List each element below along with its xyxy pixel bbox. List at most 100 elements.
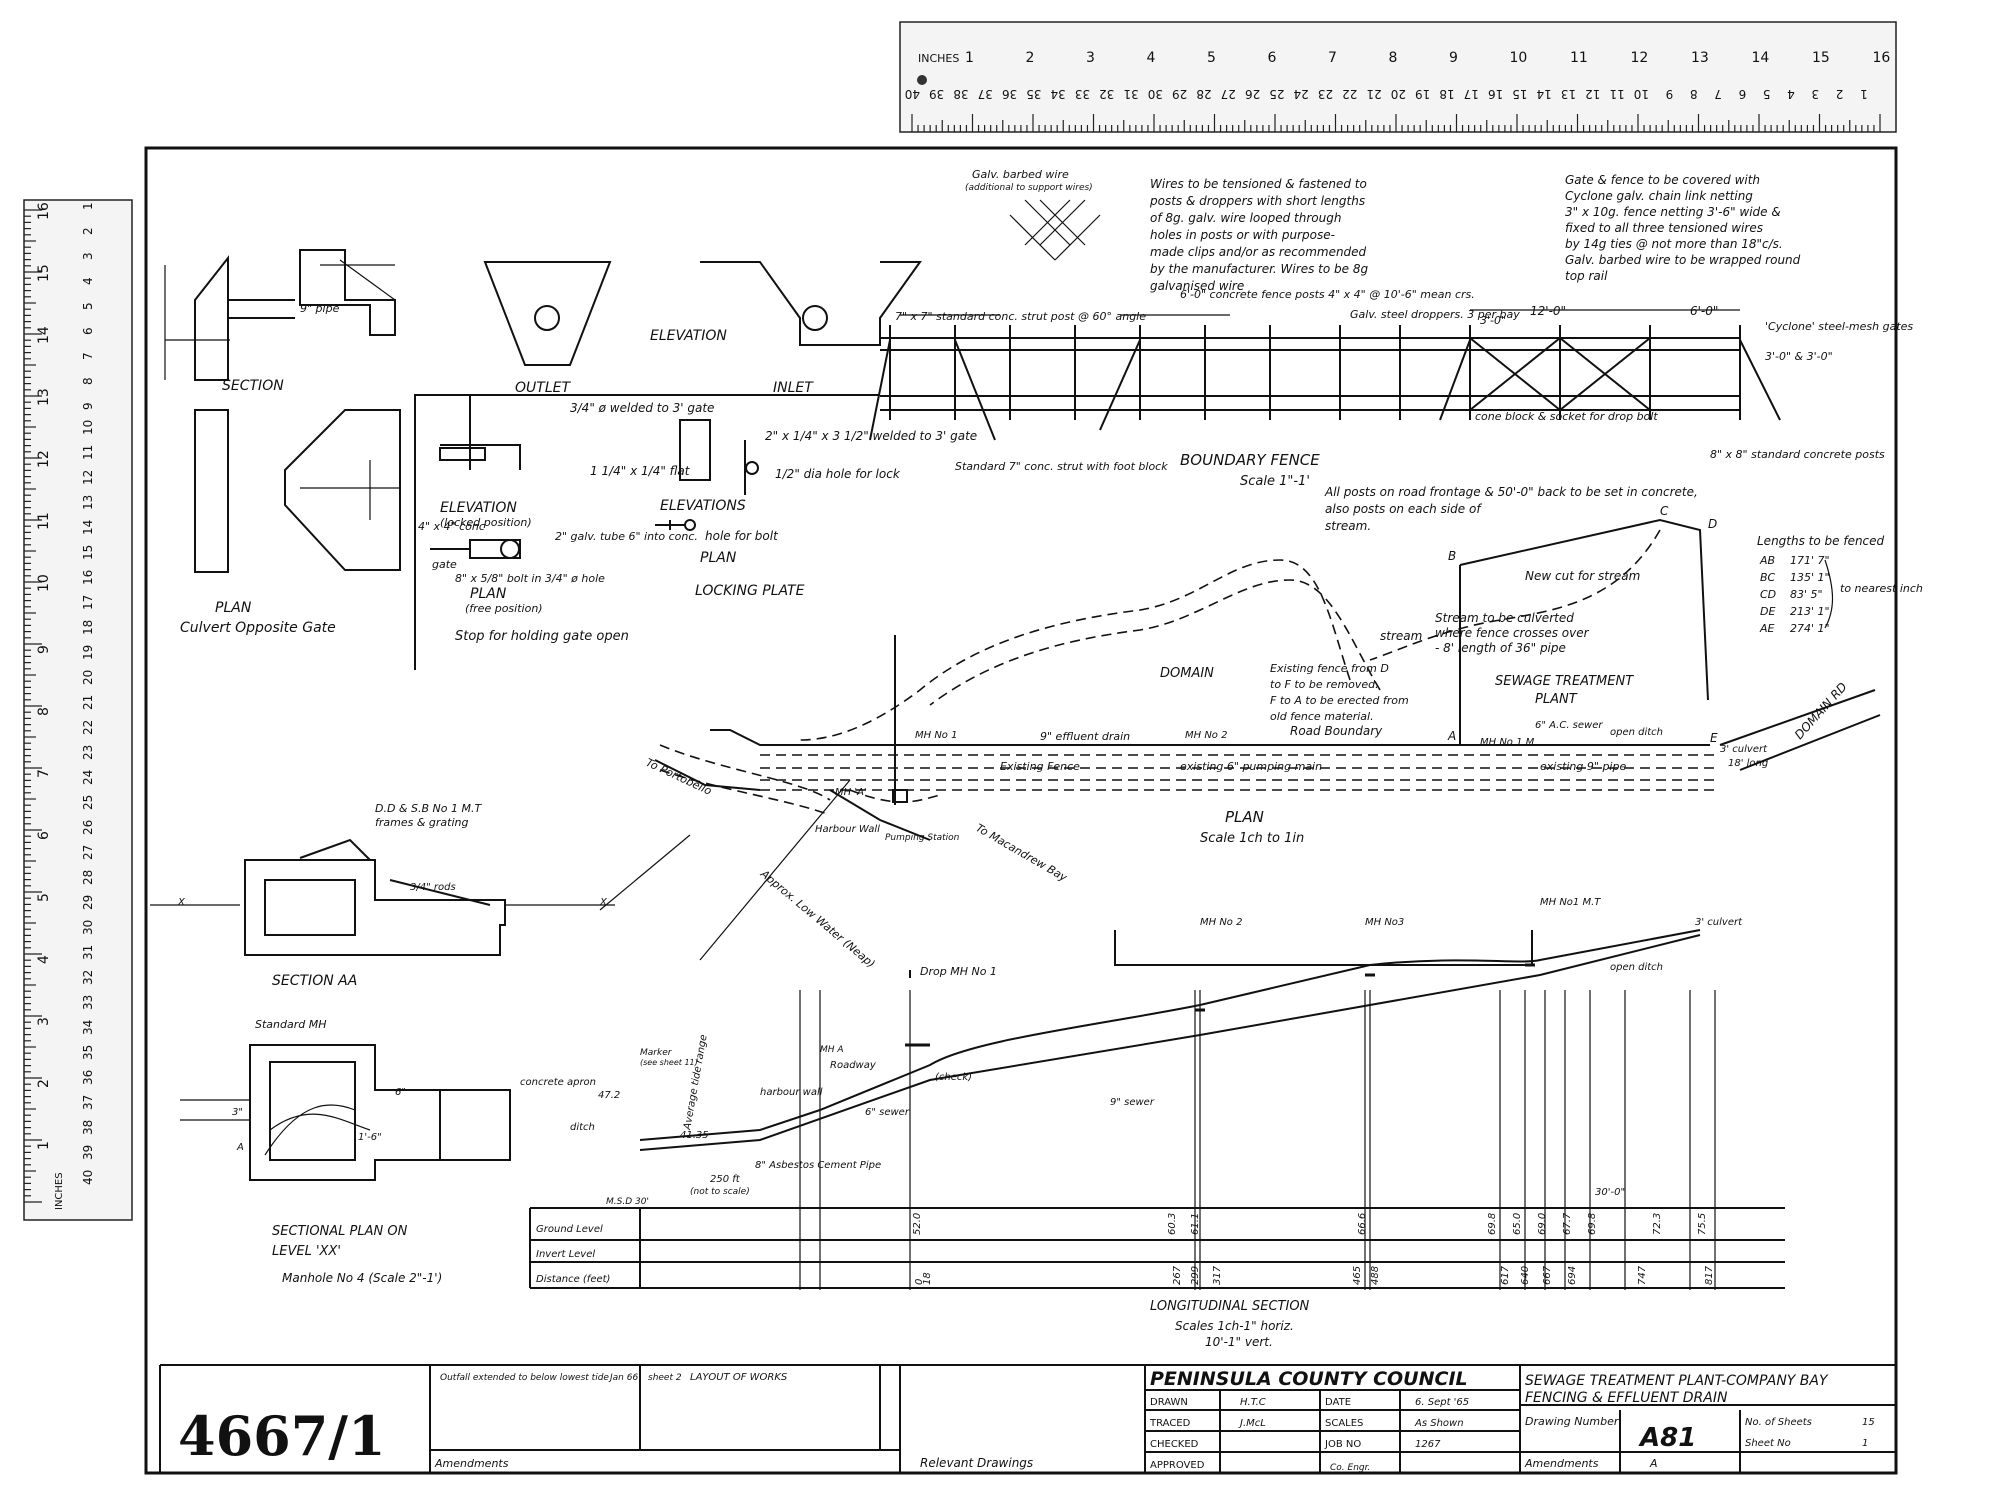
culvert-details: SECTION 9" pipe OUTLET INLET ELEVATION P… (164, 249, 922, 636)
top-ruler-inch-number: 8 (1389, 50, 1398, 66)
tb-amendments-label: Amendments (434, 1457, 509, 1470)
manhole-dim-16: 1'-6" (358, 1132, 382, 1143)
ruler-pin-icon (917, 75, 927, 85)
left-ruler-cm-number: 18 (81, 620, 95, 635)
manhole-aa-outline (244, 859, 506, 956)
ls-row-invert: Invert Level (536, 1249, 595, 1260)
left-ruler-cm-numbers: 1234567891011121314151617181920212223242… (81, 202, 95, 1185)
culvert-elevation-title: ELEVATION (650, 328, 727, 344)
culvert-inlet-title: INLET (773, 380, 814, 396)
netting-note-line: by 14g ties @ not more than 18"c/s. (1565, 237, 1783, 251)
left-ruler-cm-number: 31 (81, 945, 95, 960)
ls-ground-value: 67.7 (1562, 1212, 1573, 1235)
ls-distance-value: 299 (1190, 1266, 1201, 1285)
top-ruler-cm-number: 17 (1464, 87, 1479, 101)
left-ruler-cm-number: 7 (81, 352, 95, 360)
tb-date-label: DATE (1325, 1397, 1351, 1408)
site-plan: All posts on road frontage & 50'-0" back… (599, 485, 1923, 971)
netting-note-line: Galv. barbed wire to be wrapped round (1565, 253, 1801, 267)
left-ruler-cm-number: 6 (81, 327, 95, 335)
ls-not-scale-note: (not to scale) (690, 1187, 750, 1197)
manhole-ditch-label: ditch (570, 1122, 595, 1133)
ls-sewer6-label: 6" sewer (865, 1107, 910, 1118)
tb-scales-label: SCALES (1325, 1418, 1363, 1429)
top-ruler-cm-number: 32 (1099, 87, 1114, 101)
fence-cone-block-label: cone block & socket for drop bolt (1475, 410, 1658, 423)
left-ruler-cm-number: 34 (81, 1020, 95, 1035)
left-ruler-cm-number: 8 (81, 377, 95, 385)
top-ruler-cm-number: 16 (1488, 87, 1503, 101)
culvert-pipe-label: 9" pipe (300, 302, 340, 315)
gate-stop-bolt-label: 8" x 5/8" bolt in 3/4" ø hole (455, 572, 605, 585)
top-ruler-cm-number: 15 (1512, 87, 1527, 101)
longitudinal-section: MH No 2 MH No3 MH No1 M.T 3' culvert ope… (529, 897, 1785, 1349)
top-ruler-inch-number: 7 (1328, 50, 1337, 66)
left-ruler-inch-number: 1 (36, 1141, 52, 1150)
top-ruler-inch-number: 12 (1631, 50, 1649, 66)
manhole-frame2-label: frames & grating (375, 816, 469, 829)
top-ruler-inch-label: INCHES (918, 52, 959, 65)
fence-scale: Scale 1"-1' (1240, 474, 1310, 489)
fence-droppers-label: Galv. steel droppers. 3 per bay (1350, 308, 1520, 321)
tb-engineer-label: Co. Engr. (1330, 1463, 1370, 1473)
ls-mh3-label: MH No3 (1365, 917, 1404, 928)
ls-distance-value: 267 (1172, 1265, 1183, 1285)
plan-pumping-main-label: existing 6" pumping main (1180, 760, 1322, 773)
ls-distance-value: 747 (1637, 1265, 1648, 1285)
plan-to-macandrew-label: To Macandrew Bay (974, 821, 1070, 884)
wires-note-line: Wires to be tensioned & fastened to (1150, 177, 1367, 191)
plan-mh1m-label: MH No 1 M (1480, 737, 1535, 748)
ls-ground-value: 60.3 (1167, 1213, 1178, 1235)
fence-dim-6: 6'-0" (1690, 304, 1718, 318)
pumping-station-icon (892, 789, 908, 803)
plan-outfall-label: MH 'A' (835, 787, 867, 798)
lengths-note: to nearest inch (1840, 582, 1923, 595)
wires-note-line: made clips and/or as recommended (1150, 245, 1367, 259)
left-ruler-cm-number: 3 (81, 252, 95, 260)
top-ruler-cm-number: 1 (1860, 87, 1868, 101)
plan-sewage-plant-label-2: PLANT (1535, 692, 1578, 707)
ls-ground-value: 69.0 (1537, 1213, 1548, 1235)
wires-note-line: by the manufacturer. Wires to be 8g (1150, 262, 1368, 276)
left-ruler-inch-number: 15 (36, 264, 52, 282)
manhole-x-left: X (177, 897, 186, 908)
top-ruler-cm-number: 29 (1172, 87, 1187, 101)
left-ruler-cm-number: 21 (81, 695, 95, 710)
top-ruler-cm-number: 27 (1221, 87, 1236, 101)
top-ruler-inch-number: 5 (1207, 50, 1216, 66)
left-ruler-inch-number: 4 (36, 955, 52, 964)
manhole-section-aa: D.D & S.B No 1 M.T frames & grating 3/4"… (150, 802, 615, 989)
plan-new-cut-label: New cut for stream (1525, 569, 1640, 583)
left-ruler-cm-number: 16 (81, 570, 95, 585)
wires-note-line: posts & droppers with short lengths (1149, 194, 1365, 208)
tb-layout: LAYOUT OF WORKS (690, 1372, 788, 1383)
tb-sheets-value: 15 (1862, 1417, 1875, 1428)
plan-sewage-plant-label-1: SEWAGE TREATMENT (1495, 674, 1634, 689)
left-ruler-cm-number: 35 (81, 1045, 95, 1060)
left-ruler-cm-number: 14 (81, 520, 95, 535)
netting-note-line: fixed to all three tensioned wires (1565, 221, 1763, 235)
left-ruler-cm-number: 5 (81, 302, 95, 310)
top-ruler-cm-number: 31 (1123, 87, 1138, 101)
tb-job-value: 1267 (1415, 1439, 1441, 1450)
posts-note-line: stream. (1325, 519, 1371, 533)
ls-mha-label: MH A (820, 1045, 844, 1055)
tb-scales-value: As Shown (1414, 1418, 1464, 1429)
left-ruler-inch-number: 9 (36, 645, 52, 654)
ls-row-distance: Distance (feet) (536, 1274, 610, 1285)
ls-open-ditch-label: open ditch (1610, 962, 1663, 973)
plan-domain-label: DOMAIN (1160, 666, 1214, 681)
plan-low-water-label: Approx. Low Water (Neap) (757, 867, 877, 971)
tb-traced-label: TRACED (1149, 1418, 1191, 1429)
top-ruler-cm-number: 20 (1391, 87, 1406, 101)
fence-gate-size-label: 3'-0" & 3'-0" (1765, 350, 1833, 363)
culvert-section-slab (228, 299, 295, 319)
top-ruler-inch-number: 4 (1147, 50, 1156, 66)
ls-culvert-label: 3' culvert (1695, 917, 1743, 928)
wires-note-line: galvanised wire (1150, 279, 1244, 293)
left-ruler-cm-number: 9 (81, 402, 95, 410)
tb-amendments-block-label: Amendments (1524, 1457, 1599, 1470)
